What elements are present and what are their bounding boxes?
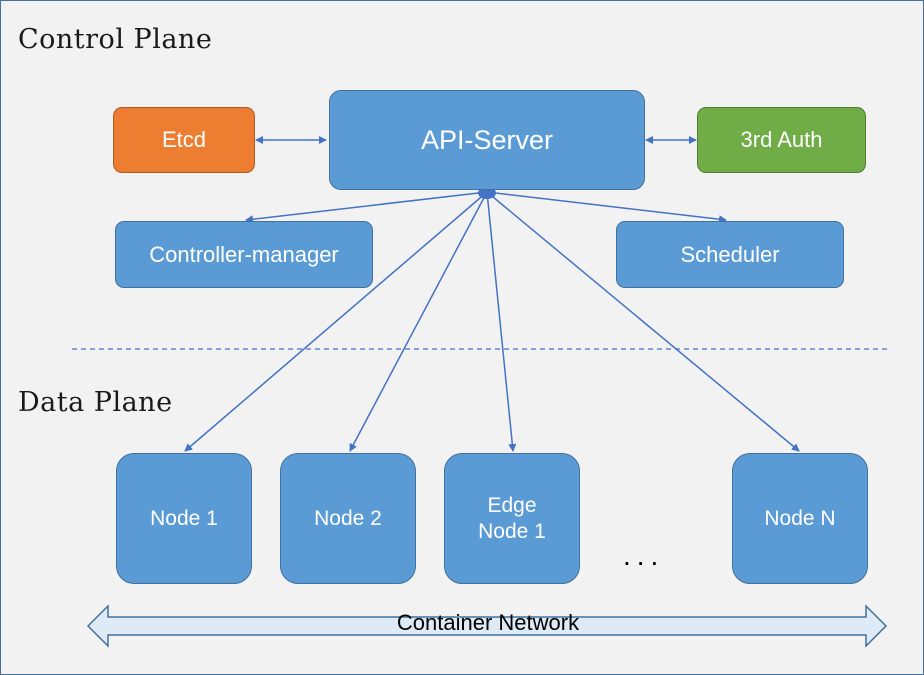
- node-1-label: Node 1: [150, 506, 218, 530]
- scheduler-label: Scheduler: [680, 241, 780, 267]
- edge-node-label-line2: Node 1: [478, 519, 546, 543]
- api-to-edge-node-arrow: [486, 191, 517, 452]
- controller-manager-label: Controller-manager: [149, 241, 339, 267]
- auth-box: 3rd Auth: [697, 107, 866, 173]
- data-plane-title: Data Plane: [18, 387, 173, 418]
- node-1-box: Node 1: [116, 453, 252, 584]
- api-to-node1-arrow: [184, 191, 488, 452]
- controller-manager-box: Controller-manager: [115, 221, 373, 288]
- api-to-controller-arrow: [245, 191, 488, 224]
- edge-node-box: Edge Node 1: [444, 453, 580, 584]
- etcd-box: Etcd: [113, 107, 255, 173]
- edge-node-label-line1: Edge: [487, 493, 537, 517]
- more-nodes-ellipsis: ...: [623, 540, 665, 571]
- node-n-box: Node N: [732, 453, 868, 584]
- api-to-scheduler-arrow: [486, 191, 727, 224]
- auth-label: 3rd Auth: [740, 127, 823, 152]
- api-server-box: API-Server: [329, 90, 645, 190]
- node-2-box: Node 2: [280, 453, 416, 584]
- control-plane-title: Control Plane: [18, 24, 213, 55]
- container-network-label: Container Network: [396, 610, 580, 635]
- node-n-label: Node N: [764, 506, 836, 530]
- container-network-arrow: [86, 604, 888, 648]
- api-to-node2-arrow: [349, 191, 488, 452]
- scheduler-box: Scheduler: [616, 221, 844, 288]
- api-server-label: API-Server: [420, 124, 554, 155]
- api-to-nodeN-arrow: [486, 191, 800, 452]
- etcd-label: Etcd: [161, 127, 207, 152]
- fanout-hub: [478, 187, 496, 199]
- node-2-label: Node 2: [314, 506, 382, 530]
